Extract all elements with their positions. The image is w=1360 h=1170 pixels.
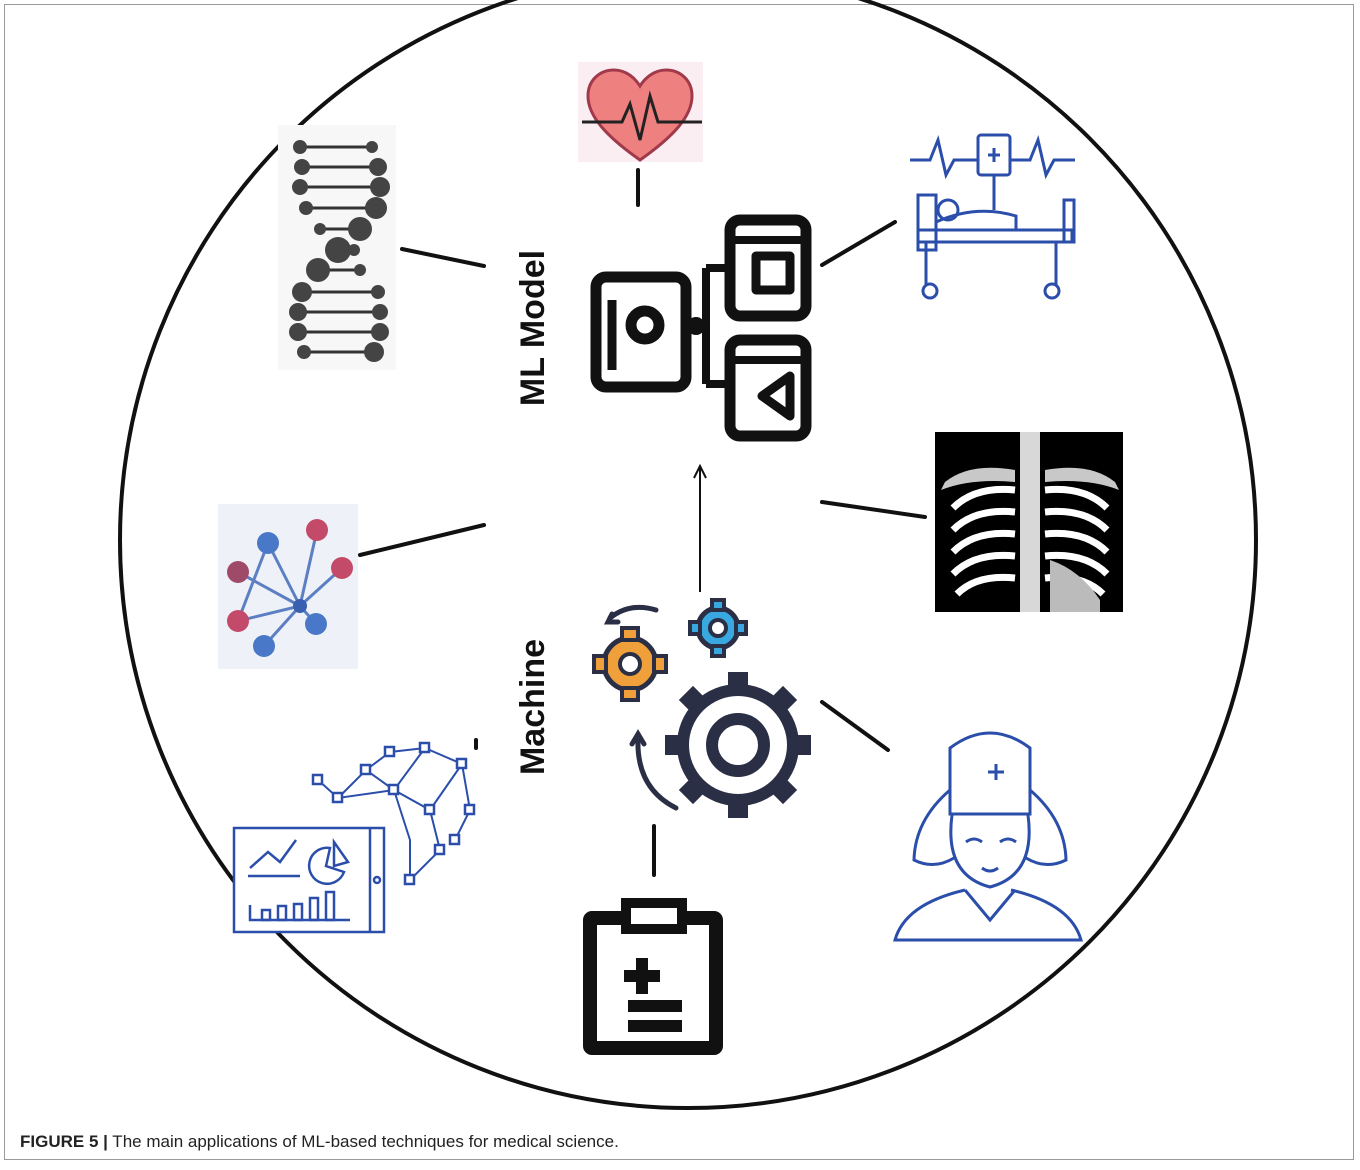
chest-xray-icon bbox=[935, 432, 1123, 612]
connector-lines bbox=[358, 168, 927, 877]
data-analytics-icon bbox=[232, 741, 476, 934]
caption-label: FIGURE 5 | bbox=[20, 1132, 108, 1151]
medical-clipboard-icon bbox=[583, 898, 723, 1055]
connector-network bbox=[358, 523, 486, 557]
machine-label: Machine bbox=[514, 639, 552, 775]
ml-model-flowchart-icon bbox=[590, 214, 812, 442]
figure-caption: FIGURE 5 | The main applications of ML-b… bbox=[20, 1132, 619, 1152]
heart-rate-icon bbox=[578, 62, 703, 162]
dna-icon bbox=[278, 125, 396, 370]
connector-bed bbox=[820, 220, 897, 267]
up-arrow bbox=[693, 463, 707, 592]
connector-nurse bbox=[820, 700, 890, 752]
connector-dna bbox=[400, 247, 486, 268]
caption-text: The main applications of ML-based techni… bbox=[107, 1132, 619, 1151]
network-graph-icon bbox=[218, 504, 358, 669]
outer-circle bbox=[118, 0, 1258, 1110]
clipboard-marks bbox=[624, 958, 682, 1032]
hospital-bed-icon bbox=[910, 133, 1076, 300]
gears-icon bbox=[592, 598, 811, 818]
ml-model-label: ML Model bbox=[514, 250, 552, 406]
nurse-icon bbox=[893, 731, 1083, 942]
figure-frame bbox=[4, 4, 1354, 1160]
connector-xray bbox=[820, 500, 927, 519]
